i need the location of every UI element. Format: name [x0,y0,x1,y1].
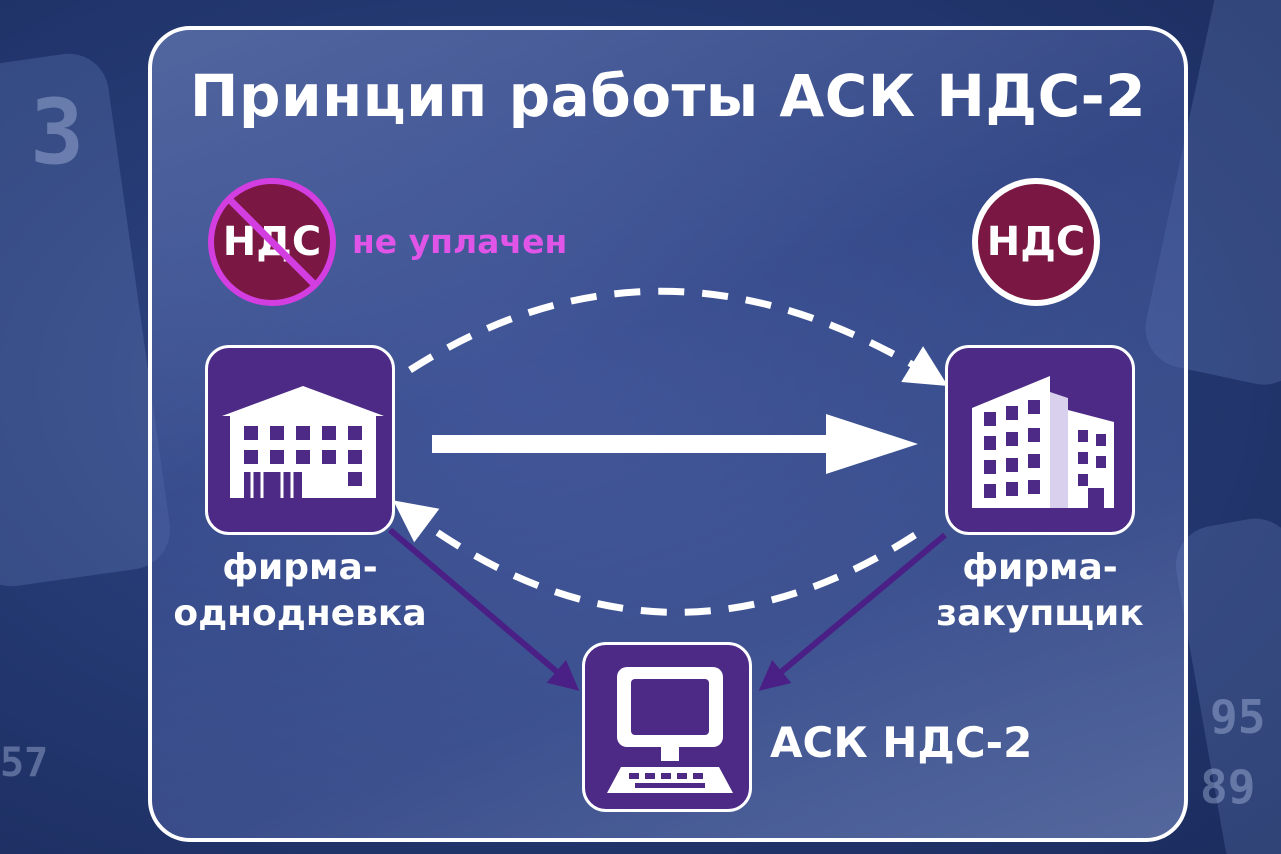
vat-text: НДС [986,219,1086,265]
dashed-arrow-top [408,287,948,386]
vat-status-label: не уплачен [352,222,568,261]
seller-label-line2: однодневка [173,593,427,634]
system-label: АСК НДС-2 [770,718,1033,767]
buyer-label-line1: фирма- [962,547,1118,588]
seller-label: фирма- однодневка [155,545,445,637]
building-icon [222,386,384,498]
background-digit: 89 [1200,760,1256,814]
background-digit: 95 [1210,690,1266,744]
background-digit: 57 [0,740,49,786]
solid-arrow-head [826,414,918,474]
system-icon-box [582,642,752,812]
purple-arrow-right [758,532,947,691]
purple-arrow-left [388,527,580,691]
seller-label-line1: фирма- [222,547,378,588]
buyer-label: фирма- закупщик [905,545,1175,637]
buyer-label-line2: закупщик [936,593,1144,634]
office-building-icon [972,376,1114,508]
background-digit: 3 [30,80,85,185]
buyer-icon-box [945,345,1135,535]
seller-icon-box [205,345,395,535]
vat-badge: НДС [972,178,1100,306]
page-title: Принцип работы АСК НДС-2 [189,62,1147,130]
computer-icon [607,667,733,793]
dashed-arrow-bottom [393,500,917,616]
